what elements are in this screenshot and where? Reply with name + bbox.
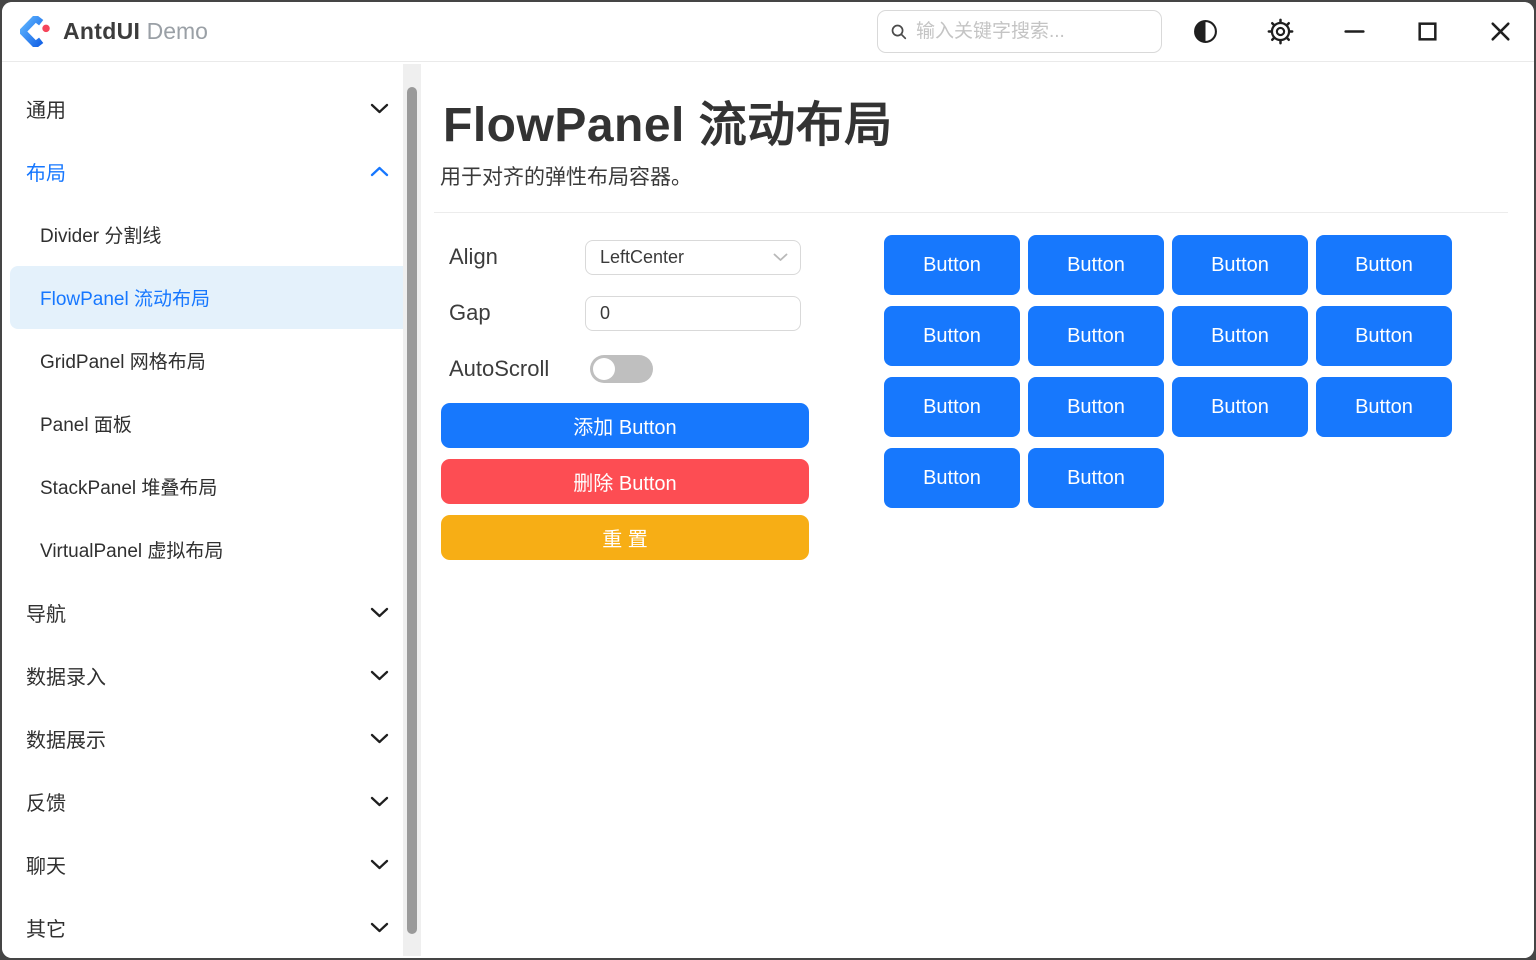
sidebar-item-label: GridPanel 网格布局: [40, 352, 206, 373]
sidebar-item-gridpanel[interactable]: GridPanel 网格布局: [10, 329, 417, 392]
flow-button[interactable]: Button: [1028, 235, 1164, 295]
sidebar-item-virtualpanel[interactable]: VirtualPanel 虚拟布局: [10, 518, 417, 581]
app-title-suffix: Demo: [146, 18, 208, 44]
chevron-down-icon: [370, 103, 389, 114]
settings-gear-icon[interactable]: [1267, 18, 1294, 45]
align-select[interactable]: LeftCenter: [585, 240, 801, 275]
page-subtitle: 用于对齐的弹性布局容器。: [440, 166, 692, 189]
flow-button[interactable]: Button: [1172, 306, 1308, 366]
flow-button[interactable]: Button: [1028, 448, 1164, 508]
flow-button[interactable]: Button: [884, 235, 1020, 295]
sidebar-item-other[interactable]: 其它: [10, 896, 417, 958]
sidebar-item-label: FlowPanel 流动布局: [40, 289, 210, 310]
sidebar-item-label: StackPanel 堆叠布局: [40, 478, 218, 499]
app-title: AntdUI: [63, 18, 141, 44]
sidebar-item-chat[interactable]: 聊天: [10, 833, 417, 896]
sidebar: 通用布局 Divider 分割线 FlowPanel 流动布局 GridPanel 网…: [2, 63, 423, 958]
chevron-down-icon: [370, 670, 389, 681]
sidebar-scrollbar-thumb[interactable]: [407, 87, 417, 934]
flow-button[interactable]: Button: [1172, 235, 1308, 295]
search-box[interactable]: [877, 10, 1162, 53]
sidebar-item-nav[interactable]: 导航: [10, 581, 417, 644]
chevron-down-icon: [370, 859, 389, 870]
flow-button[interactable]: Button: [884, 306, 1020, 366]
sidebar-item-general[interactable]: 通用: [10, 77, 417, 140]
titlebar: AntdUI Demo: [2, 2, 1534, 62]
sidebar-item-label: 导航: [26, 604, 66, 626]
sidebar-item-label: 其它: [26, 919, 66, 941]
flow-button[interactable]: Button: [884, 448, 1020, 508]
flow-button[interactable]: Button: [1316, 306, 1452, 366]
theme-toggle-icon[interactable]: [1192, 18, 1219, 45]
sidebar-item-layout[interactable]: 布局: [10, 140, 417, 203]
reset-button[interactable]: 重 置: [441, 515, 809, 560]
gap-label: Gap: [449, 300, 491, 325]
autoscroll-label: AutoScroll: [449, 356, 550, 381]
autoscroll-toggle[interactable]: [590, 355, 653, 383]
toggle-knob: [593, 358, 615, 380]
sidebar-item-label: VirtualPanel 虚拟布局: [40, 541, 224, 562]
search-icon: [891, 24, 907, 39]
sidebar-item-label: 数据展示: [26, 730, 106, 752]
close-icon[interactable]: [1487, 18, 1514, 45]
sidebar-item-label: 聊天: [26, 856, 66, 878]
gap-input[interactable]: [585, 296, 801, 331]
sidebar-item-label: Divider 分割线: [40, 226, 162, 247]
sidebar-item-stackpanel[interactable]: StackPanel 堆叠布局: [10, 455, 417, 518]
search-input[interactable]: [916, 11, 1161, 52]
app-logo-icon: [20, 16, 50, 47]
sidebar-item-data-entry[interactable]: 数据录入: [10, 644, 417, 707]
chevron-down-icon: [370, 922, 389, 933]
flow-button[interactable]: Button: [1316, 235, 1452, 295]
sidebar-scrollbar-track[interactable]: [403, 64, 421, 956]
sidebar-item-panel[interactable]: Panel 面板: [10, 392, 417, 455]
sidebar-item-label: Panel 面板: [40, 415, 132, 436]
sidebar-item-data-display[interactable]: 数据展示: [10, 707, 417, 770]
remove-button[interactable]: 删除 Button: [441, 459, 809, 504]
align-select-value: LeftCenter: [600, 247, 685, 267]
sidebar-item-label: 通用: [26, 100, 66, 122]
flow-button[interactable]: Button: [1172, 377, 1308, 437]
sidebar-item-feedback[interactable]: 反馈: [10, 770, 417, 833]
flow-button[interactable]: Button: [1316, 377, 1452, 437]
align-label: Align: [449, 244, 498, 269]
chevron-down-icon: [370, 796, 389, 807]
flow-button[interactable]: Button: [1028, 306, 1164, 366]
flow-button[interactable]: Button: [1028, 377, 1164, 437]
brand: AntdUI Demo: [20, 16, 208, 47]
minimize-icon[interactable]: [1341, 18, 1368, 45]
sidebar-item-label: 反馈: [26, 793, 66, 815]
chevron-down-icon: [370, 607, 389, 618]
chevron-down-icon: [773, 253, 788, 261]
page-title: FlowPanel 流动布局: [443, 99, 893, 152]
sidebar-item-label: 布局: [26, 163, 66, 185]
chevron-up-icon: [370, 166, 389, 177]
chevron-down-icon: [370, 733, 389, 744]
divider-line: [434, 212, 1508, 213]
sidebar-item-flowpanel[interactable]: FlowPanel 流动布局: [10, 266, 417, 329]
flow-button[interactable]: Button: [884, 377, 1020, 437]
maximize-icon[interactable]: [1414, 18, 1441, 45]
sidebar-item-divider[interactable]: Divider 分割线: [10, 203, 417, 266]
sidebar-item-label: 数据录入: [26, 667, 106, 689]
add-button[interactable]: 添加 Button: [441, 403, 809, 448]
main-content: FlowPanel 流动布局 用于对齐的弹性布局容器。 Align LeftCe…: [423, 63, 1534, 958]
